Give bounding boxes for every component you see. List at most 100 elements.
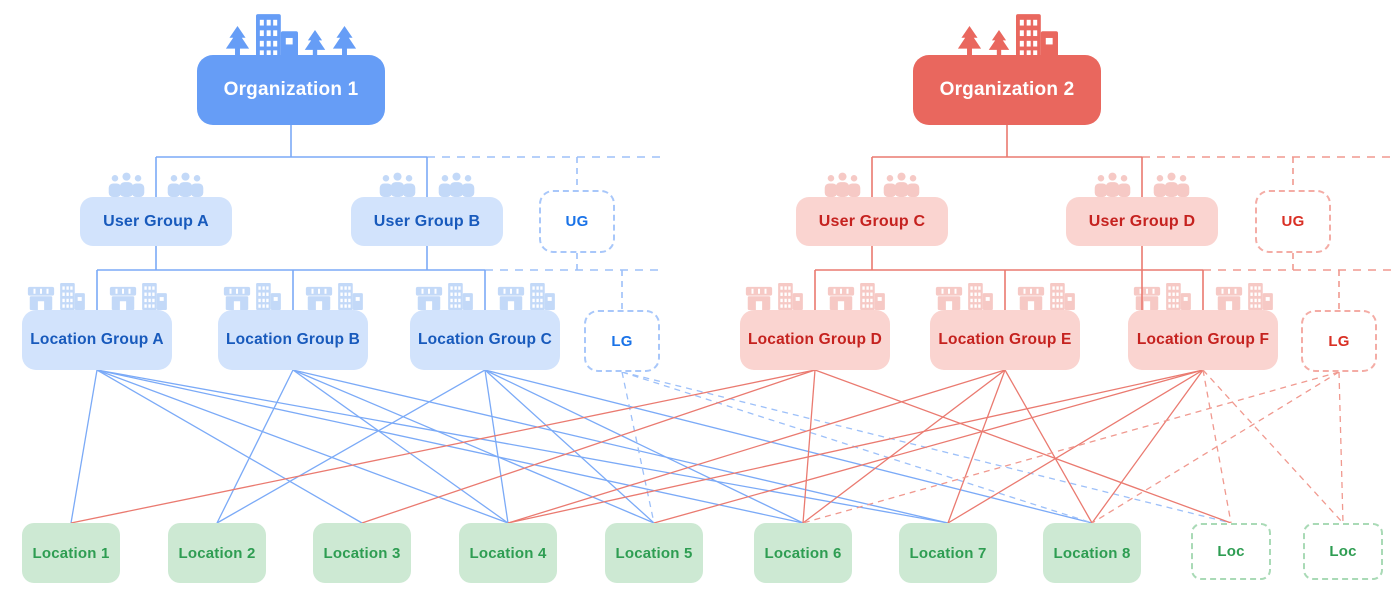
user-group-node: User Group A	[80, 197, 232, 246]
connector-line	[292, 369, 509, 524]
storefront-icon	[305, 286, 333, 310]
organization-node: Organization 2	[913, 55, 1101, 125]
connector-line	[216, 369, 486, 524]
connector-line	[507, 369, 1006, 524]
tree-icon	[332, 26, 357, 60]
connector-line	[484, 369, 1093, 524]
storefront-icon	[935, 286, 963, 310]
connector-line	[1202, 369, 1232, 524]
storefront-icon	[827, 286, 855, 310]
location-group-node: Location Group C	[410, 310, 560, 370]
building-icon	[1166, 283, 1191, 310]
storefront-icon	[745, 286, 773, 310]
user-group-node: User Group B	[351, 197, 503, 246]
location-node-label: Location 2	[178, 544, 256, 562]
location-placeholder: Loc	[1191, 523, 1271, 580]
location-placeholder-label: Loc	[1217, 543, 1245, 560]
location-group-icons	[740, 283, 890, 310]
user-group-node: User Group C	[796, 197, 948, 246]
connector-line	[814, 369, 1232, 524]
storefront-icon	[109, 286, 137, 310]
location-node: Location 8	[1043, 523, 1141, 583]
location-node-label: Location 3	[323, 544, 401, 562]
people-icon	[1094, 172, 1131, 197]
building-icon	[860, 283, 885, 310]
location-group-node: Location Group F	[1128, 310, 1278, 370]
location-group-node-label: Location Group E	[938, 331, 1072, 348]
user-group-placeholder-label: UG	[1281, 213, 1305, 230]
building-icon	[256, 14, 298, 60]
storefront-icon	[223, 286, 251, 310]
location-placeholder-label: Loc	[1329, 543, 1357, 560]
connector-line	[292, 369, 949, 524]
location-node: Location 6	[754, 523, 852, 583]
connector-line	[1338, 371, 1344, 524]
people-icon	[108, 172, 145, 197]
connector-line	[1091, 371, 1340, 524]
connector-line	[484, 369, 509, 524]
building-icon	[142, 283, 167, 310]
user-group-icons	[352, 172, 502, 197]
location-group-icons	[930, 283, 1080, 310]
location-node: Location 1	[22, 523, 120, 583]
location-node-label: Location 5	[615, 544, 693, 562]
location-group-placeholder-label: LG	[611, 332, 633, 350]
location-group-node: Location Group A	[22, 310, 172, 370]
connector-line	[96, 369, 363, 524]
people-icon	[883, 172, 920, 197]
connector-line	[621, 371, 1093, 524]
connector-line	[802, 369, 1006, 524]
location-node-label: Location 6	[764, 544, 842, 562]
location-group-placeholder-label: LG	[1328, 332, 1350, 350]
location-node-label: Location 1	[32, 544, 110, 562]
location-group-node: Location Group B	[218, 310, 368, 370]
location-group-placeholder: LG	[1301, 310, 1377, 372]
connector-line	[70, 369, 98, 524]
connector-line	[484, 369, 804, 524]
connector-line	[96, 369, 804, 524]
people-icon	[379, 172, 416, 197]
storefront-icon	[1017, 286, 1045, 310]
tree-icon	[957, 26, 981, 60]
storefront-icon	[497, 286, 525, 310]
location-placeholder: Loc	[1303, 523, 1383, 580]
tree-icon	[225, 26, 250, 60]
user-group-placeholder-label: UG	[565, 213, 589, 230]
storefront-icon	[1215, 286, 1243, 310]
building-icon	[1015, 14, 1058, 60]
building-icon	[256, 283, 281, 310]
location-node: Location 7	[899, 523, 997, 583]
people-icon	[824, 172, 861, 197]
organization-node-label: Organization 2	[939, 79, 1075, 100]
connector-line	[621, 371, 655, 524]
building-icon	[778, 283, 803, 310]
location-node: Location 3	[313, 523, 411, 583]
building-icon	[968, 283, 993, 310]
location-group-node-label: Location Group F	[1136, 331, 1270, 348]
location-group-icons	[410, 283, 560, 310]
user-group-placeholder: UG	[539, 190, 615, 253]
location-group-node-label: Location Group B	[225, 331, 361, 348]
connector-line	[484, 369, 655, 524]
organization-icons	[191, 14, 391, 60]
building-icon	[448, 283, 473, 310]
user-group-placeholder: UG	[1255, 190, 1331, 253]
connector-line	[361, 369, 816, 524]
organization-icons	[907, 14, 1107, 60]
connector-line	[1091, 369, 1204, 524]
location-node-label: Location 4	[469, 544, 547, 562]
connector-line	[1202, 369, 1344, 524]
tree-icon	[304, 30, 326, 60]
location-node: Location 5	[605, 523, 703, 583]
connector-line	[947, 369, 1204, 524]
connector-line	[947, 369, 1006, 524]
location-group-node-label: Location Group C	[417, 331, 553, 348]
location-group-node: Location Group E	[930, 310, 1080, 370]
connector-line	[96, 369, 949, 524]
location-group-node: Location Group D	[740, 310, 890, 370]
building-icon	[338, 283, 363, 310]
connector-line	[292, 369, 655, 524]
user-group-node-label: User Group B	[373, 212, 481, 230]
